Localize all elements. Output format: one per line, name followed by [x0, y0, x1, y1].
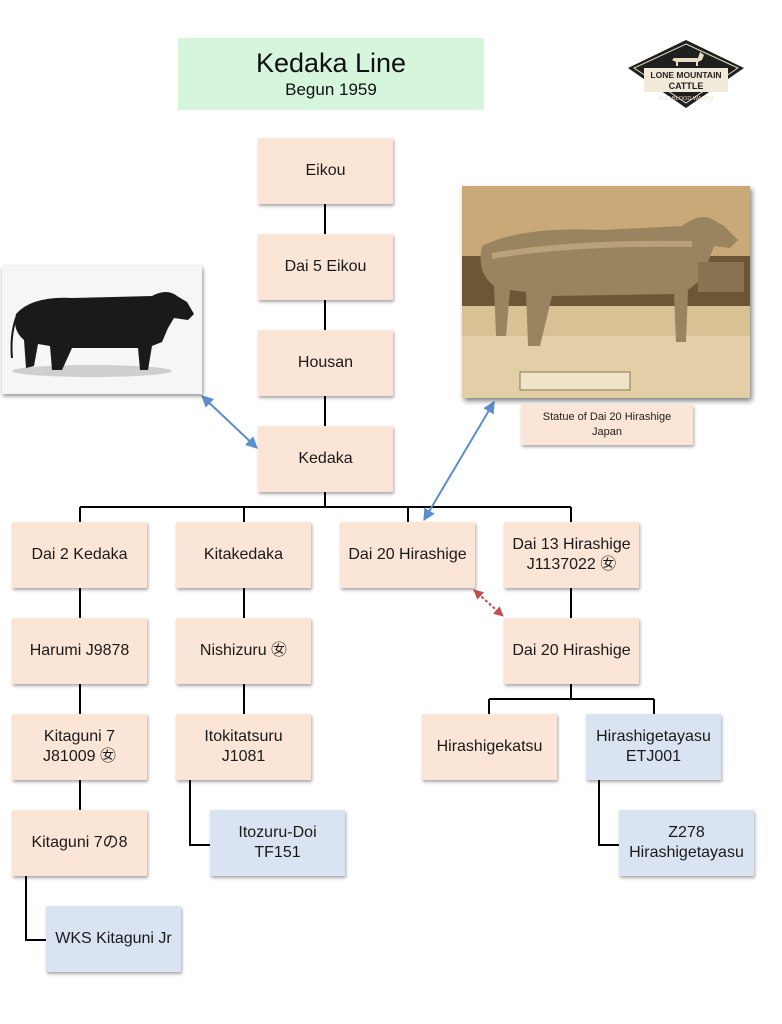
node-label: Kitaguni 7	[43, 728, 116, 745]
node-label: Itokitatsuru	[204, 728, 283, 745]
node-label: Eikou	[305, 162, 346, 179]
logo-text-top: LONE MOUNTAIN	[650, 70, 721, 80]
node-label: Z278	[668, 824, 705, 841]
node-label: Dai 20 Hirashige	[512, 642, 631, 659]
caption-line2: Japan	[592, 426, 622, 438]
node-label: Dai 2 Kedaka	[31, 546, 128, 563]
node-label: Itozuru-Doi	[238, 824, 317, 841]
node-label: Nishizuru ㊛	[199, 642, 288, 659]
node-dai-5-eikou: Dai 5 Eikou	[258, 234, 393, 300]
logo-text-bottom: FULLBLOOD WAGYU	[659, 96, 714, 102]
node-kedaka: Kedaka	[258, 426, 393, 492]
node-label: Kitakedaka	[203, 546, 284, 563]
node-label: WKS Kitaguni Jr	[55, 930, 172, 947]
relation-arrow-dai20	[473, 589, 504, 617]
node-label: Dai 20 Hirashige	[348, 546, 467, 563]
page-title: Kedaka Line	[255, 48, 407, 78]
node-label-line2: TF151	[254, 844, 301, 861]
node-itozuru-doi: Itozuru-Doi TF151	[210, 810, 345, 876]
connector-hirashigetayasu-z278	[598, 780, 619, 846]
title-box: Kedaka Line Begun 1959	[178, 38, 484, 110]
page-subtitle: Begun 1959	[285, 80, 377, 99]
photo-arrow-left	[201, 395, 258, 449]
logo-text-mid: CATTLE	[669, 81, 704, 91]
node-nishizuru: Nishizuru ㊛	[176, 618, 311, 684]
statue-photo-right	[462, 186, 750, 398]
caption-line1: Statue of Dai 20 Hirashige	[542, 411, 672, 423]
node-dai-20-hirashige: Dai 20 Hirashige	[340, 522, 475, 588]
node-label-line2: ETJ001	[625, 748, 682, 765]
node-label: Kitaguni 7の8	[31, 834, 128, 851]
node-kitaguni-7: Kitaguni 7 J81009 ㊛	[12, 714, 147, 780]
node-z278: Z278 Hirashigetayasu	[619, 810, 754, 876]
statue-caption: Statue of Dai 20 Hirashige Japan	[521, 405, 693, 445]
node-label: Dai 13 Hirashige	[512, 536, 631, 553]
node-label: Hirashigekatsu	[436, 738, 543, 755]
node-dai-20-hirashige-2: Dai 20 Hirashige	[504, 618, 639, 684]
node-label-line2: Hirashigetayasu	[629, 844, 744, 861]
connector-kitaguni7no8-wks	[25, 876, 46, 941]
node-kitakedaka: Kitakedaka	[176, 522, 311, 588]
node-itokitatsuru: Itokitatsuru J1081	[176, 714, 311, 780]
node-label-line2: J1081	[221, 748, 266, 765]
node-harumi: Harumi J9878	[12, 618, 147, 684]
connector-itokitatsuru-itozuru	[189, 780, 210, 846]
node-label: Kedaka	[298, 450, 353, 467]
node-label: Housan	[297, 354, 354, 371]
node-label-line2: J1137022 ㊛	[526, 556, 617, 573]
node-hirashigekatsu: Hirashigekatsu	[422, 714, 557, 780]
lone-mountain-cattle-logo: LONE MOUNTAIN CATTLE FULLBLOOD WAGYU	[626, 38, 746, 110]
bull-photo-left	[2, 266, 202, 394]
node-dai-13-hirashige: Dai 13 Hirashige J1137022 ㊛	[504, 522, 639, 588]
node-label: Harumi J9878	[29, 642, 130, 659]
node-hirashigetayasu: Hirashigetayasu ETJ001	[586, 714, 721, 780]
node-label: Hirashigetayasu	[596, 728, 711, 745]
node-wks-kitaguni-jr: WKS Kitaguni Jr	[46, 906, 181, 972]
node-label: Dai 5 Eikou	[284, 258, 367, 275]
node-eikou: Eikou	[258, 138, 393, 204]
node-housan: Housan	[258, 330, 393, 396]
node-label-line2: J81009 ㊛	[43, 748, 116, 765]
photo-arrow-right	[423, 400, 495, 522]
node-dai-2-kedaka: Dai 2 Kedaka	[12, 522, 147, 588]
node-kitaguni-7-no-8: Kitaguni 7の8	[12, 810, 147, 876]
